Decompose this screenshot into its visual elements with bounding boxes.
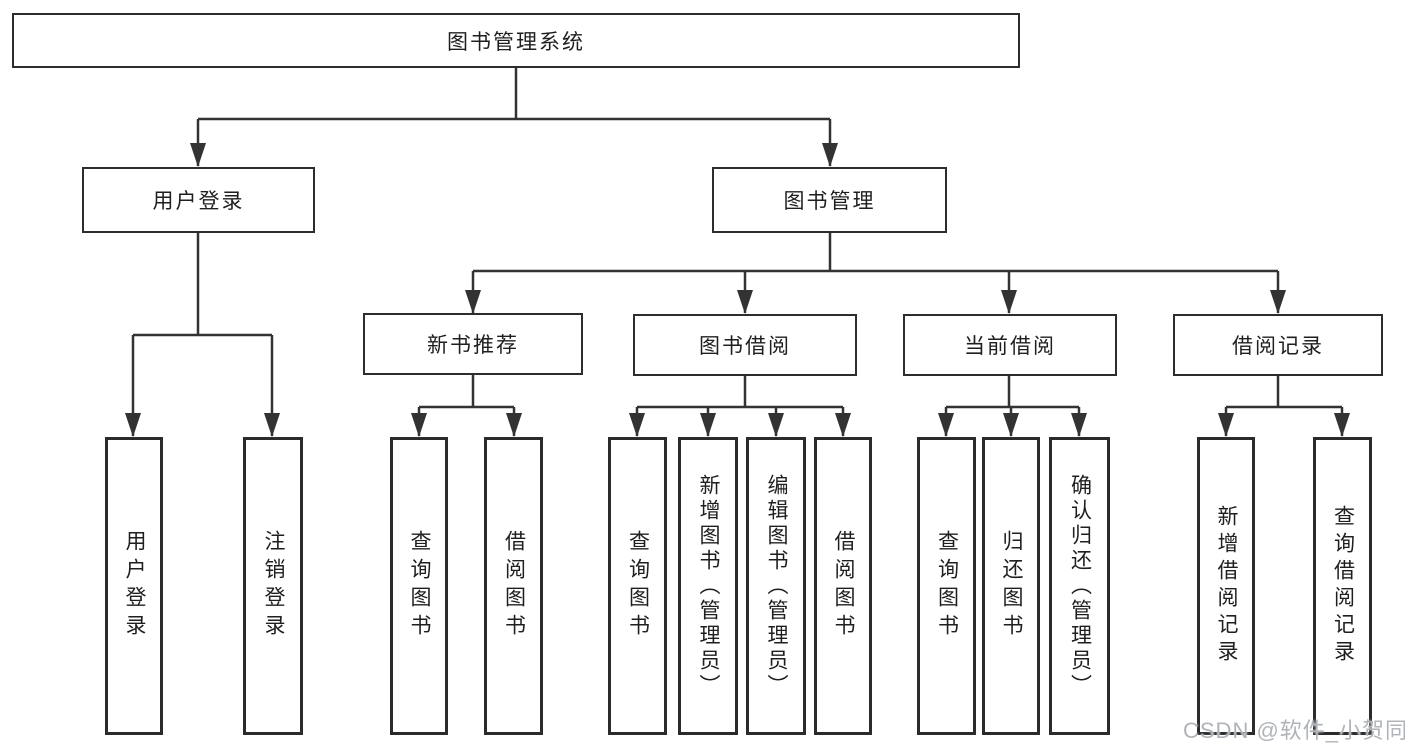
arrowhead-icons bbox=[125, 143, 1350, 437]
leaf-br-add-record: 新增借阅记录 bbox=[1197, 437, 1255, 735]
node-book-borrow: 图书借阅 bbox=[633, 314, 857, 376]
leaf-br-query-record: 查询借阅记录 bbox=[1313, 437, 1372, 735]
leaf-cb-query-books: 查询图书 bbox=[917, 437, 976, 735]
node-user-login: 用户登录 bbox=[82, 167, 315, 233]
tree-edges bbox=[131, 68, 1344, 436]
node-new-book-recommend: 新书推荐 bbox=[363, 313, 583, 375]
leaf-nb-query-books: 查询图书 bbox=[390, 437, 448, 735]
leaf-logout-login: 注销登录 bbox=[243, 437, 303, 735]
node-root-system: 图书管理系统 bbox=[12, 13, 1020, 68]
leaf-bb-edit-books-admin: 编辑图书（管理员） bbox=[746, 437, 806, 735]
csdn-watermark: CSDN @软件_小贺同学 bbox=[1183, 718, 1405, 743]
node-book-management: 图书管理 bbox=[712, 167, 947, 233]
leaf-user-login: 用户登录 bbox=[105, 437, 163, 735]
node-borrow-records: 借阅记录 bbox=[1173, 314, 1383, 376]
leaf-bb-borrow-books: 借阅图书 bbox=[814, 437, 872, 735]
node-current-borrow: 当前借阅 bbox=[903, 314, 1117, 376]
leaf-bb-add-books-admin: 新增图书（管理员） bbox=[678, 437, 738, 735]
leaf-cb-confirm-return-admin: 确认归还（管理员） bbox=[1049, 437, 1110, 735]
leaf-nb-borrow-books: 借阅图书 bbox=[484, 437, 543, 735]
leaf-bb-query-books: 查询图书 bbox=[608, 437, 667, 735]
leaf-cb-return-books: 归还图书 bbox=[982, 437, 1040, 735]
